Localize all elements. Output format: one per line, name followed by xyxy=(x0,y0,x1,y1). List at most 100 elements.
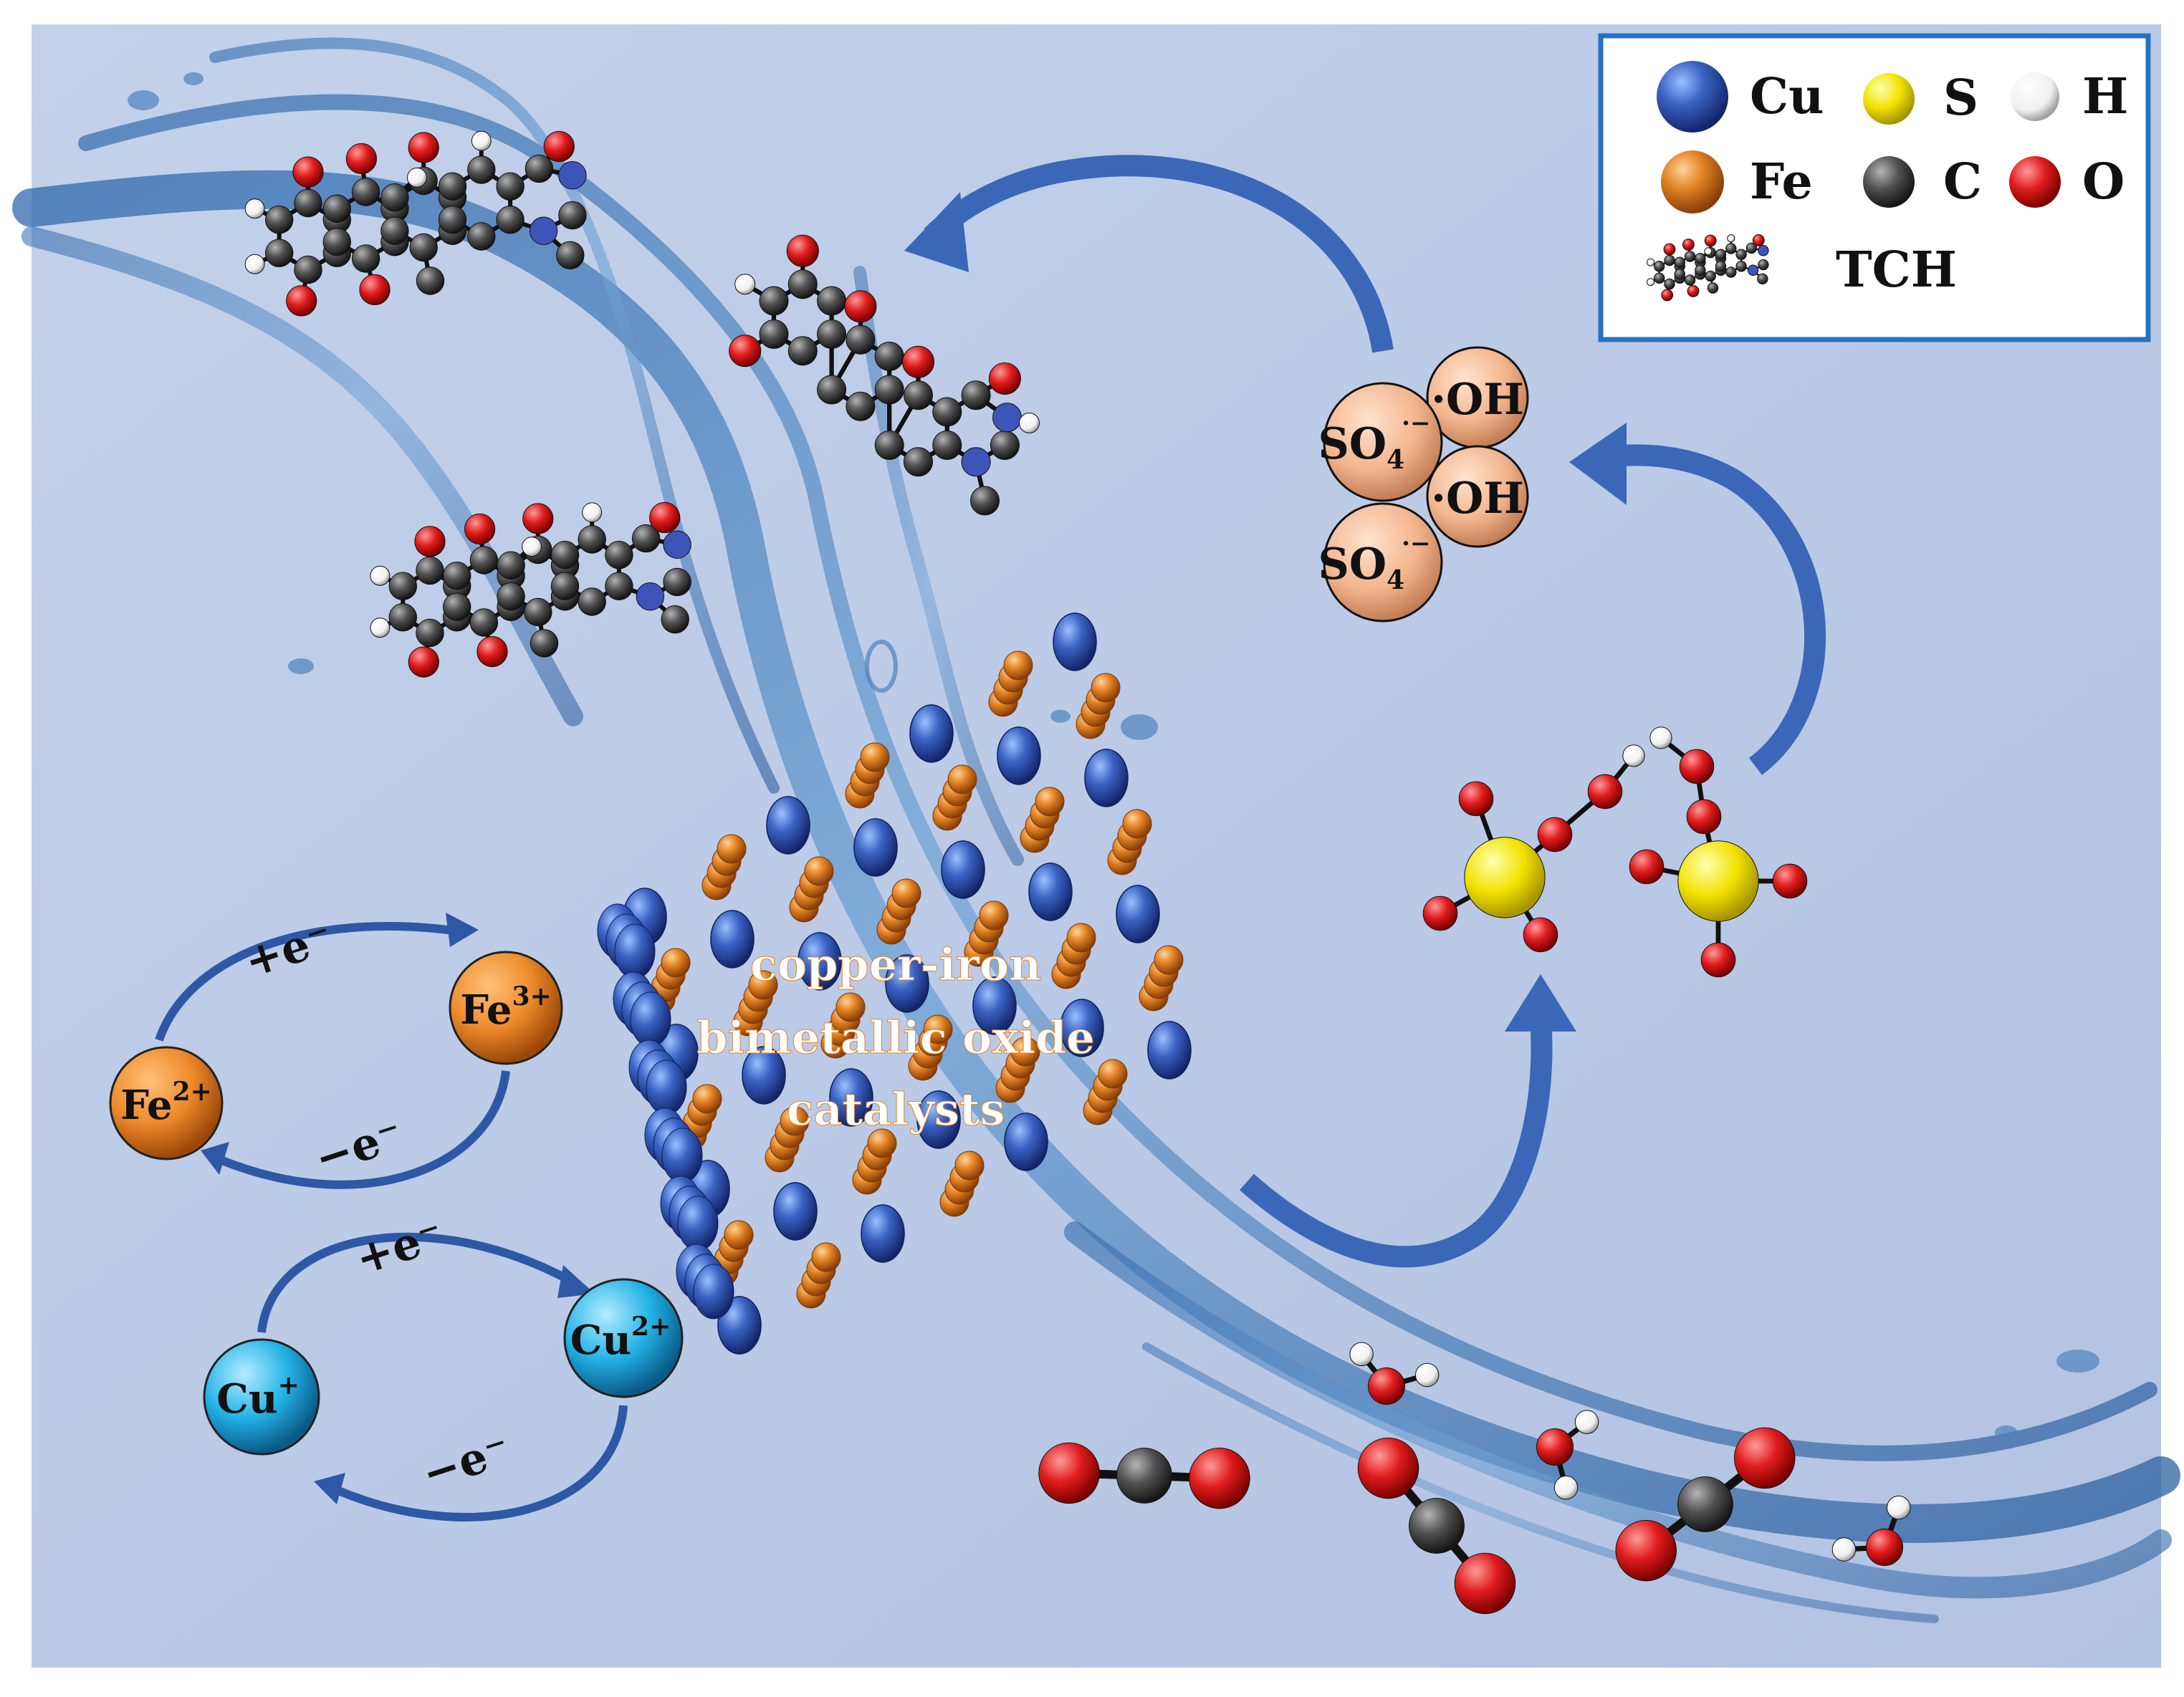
atom-c xyxy=(787,336,818,366)
fe-atom xyxy=(947,764,977,794)
atom-o xyxy=(844,290,877,323)
fe-atom xyxy=(867,1128,897,1158)
atom-c xyxy=(759,319,789,349)
atom-c xyxy=(874,375,904,405)
atom-c xyxy=(416,556,444,585)
atom-n xyxy=(1758,245,1769,256)
atom-h xyxy=(1622,744,1645,767)
fe-atom-stack xyxy=(1051,923,1096,989)
atom-o xyxy=(1458,781,1494,817)
cu-atom xyxy=(1084,749,1129,807)
legend-fe-label: Fe xyxy=(1750,153,1813,211)
cycle-arrow-shaft xyxy=(335,1405,628,1521)
atom-o xyxy=(1700,942,1736,978)
atom-c xyxy=(530,629,559,658)
fe-atom-stack xyxy=(701,834,747,900)
atom-c xyxy=(1695,253,1706,264)
atom-o xyxy=(1523,917,1558,953)
atom-c xyxy=(1715,261,1727,272)
fe-atom-stack xyxy=(733,970,778,1037)
atom-c xyxy=(1707,282,1719,294)
atom-n xyxy=(558,161,587,190)
reaction-arrows xyxy=(904,155,1826,1268)
legend: Cu S H Fe C O TCH xyxy=(1598,33,2151,342)
fe-atom xyxy=(661,948,691,978)
legend-tch-molecule-icon xyxy=(1647,234,1769,302)
cu-atom-side xyxy=(614,923,656,979)
atom-c xyxy=(409,233,438,262)
svg-text:Fe2+: Fe2+ xyxy=(120,1077,212,1129)
atom-o xyxy=(408,646,439,678)
atom-c xyxy=(904,380,933,410)
radical-so4-2-sup: ·− xyxy=(1402,529,1430,558)
arrow-shaft xyxy=(924,155,1394,353)
legend-fe-swatch xyxy=(1661,150,1724,213)
radical-so4-1-sup: ·− xyxy=(1402,409,1430,438)
atom-o xyxy=(1537,817,1573,852)
cu-atom xyxy=(710,910,755,968)
cu-atom xyxy=(997,726,1041,785)
atom-c xyxy=(1695,264,1706,276)
cu-reduction-arrow xyxy=(314,1405,628,1521)
cu2-charge: 2+ xyxy=(631,1312,671,1342)
legend-o-swatch xyxy=(2009,156,2061,208)
atom-o xyxy=(1734,1427,1796,1489)
atom-h xyxy=(1649,726,1672,749)
atom-o xyxy=(522,503,554,534)
cu-atom-side xyxy=(661,1128,703,1183)
cu-atom xyxy=(1060,999,1104,1057)
radical-so4-2: SO4·− xyxy=(1318,502,1443,622)
atom-c xyxy=(1735,249,1747,260)
fe-atom xyxy=(1066,923,1096,953)
radical-cluster: ·OH ·OH SO4·− SO4·− xyxy=(1318,346,1529,622)
atom-c xyxy=(1715,249,1727,260)
atom-c xyxy=(1664,254,1675,266)
atom-c xyxy=(817,319,847,349)
atom-n xyxy=(636,582,665,611)
fe-atom xyxy=(1122,809,1152,839)
atom-c xyxy=(1674,256,1686,268)
atom-c xyxy=(990,431,1020,460)
cu-atom xyxy=(885,954,929,1013)
fe3-label: Fe xyxy=(460,986,512,1034)
legend-o-label: O xyxy=(2082,153,2125,211)
atom-o xyxy=(1357,1437,1419,1499)
radical-oh-1: ·OH xyxy=(1426,346,1529,449)
atom-h xyxy=(1647,258,1655,266)
atom-c xyxy=(787,269,818,299)
atom-h xyxy=(1704,247,1713,256)
atom-c xyxy=(932,397,962,427)
fe-atom-stack xyxy=(988,650,1033,717)
atom-o xyxy=(649,501,681,534)
atom-c xyxy=(1725,266,1737,278)
atom-o xyxy=(1687,284,1700,297)
cu-atom xyxy=(941,840,985,899)
cu-atom xyxy=(1116,885,1160,943)
atom-c xyxy=(1757,273,1768,285)
atom-c xyxy=(1654,261,1665,272)
atom-c xyxy=(380,216,409,245)
catalyst-crystal xyxy=(597,612,1192,1355)
atom-c xyxy=(874,342,904,371)
atom-o xyxy=(1587,774,1623,809)
cu-atom xyxy=(717,1296,762,1355)
fe-atom xyxy=(1010,1037,1040,1067)
atom-c xyxy=(550,572,580,600)
legend-cu-label: Cu xyxy=(1750,68,1824,125)
atom-c xyxy=(388,603,417,632)
cu-atom-side xyxy=(646,1059,687,1115)
atom-h xyxy=(582,502,603,523)
atom-c xyxy=(1664,278,1675,290)
cycle-arrow-head xyxy=(446,913,479,947)
fe-atom-stack xyxy=(789,856,834,923)
atom-c xyxy=(874,431,904,460)
svg-text:SO4·−: SO4·− xyxy=(1318,409,1431,475)
atom-c xyxy=(496,172,525,201)
fe-atom-stack xyxy=(939,1150,985,1217)
fe-atom-stack xyxy=(852,1128,897,1195)
atom-c xyxy=(904,447,933,477)
cu1-label: Cu xyxy=(216,1375,277,1423)
atom-c xyxy=(497,551,525,580)
atom-c xyxy=(558,201,587,230)
